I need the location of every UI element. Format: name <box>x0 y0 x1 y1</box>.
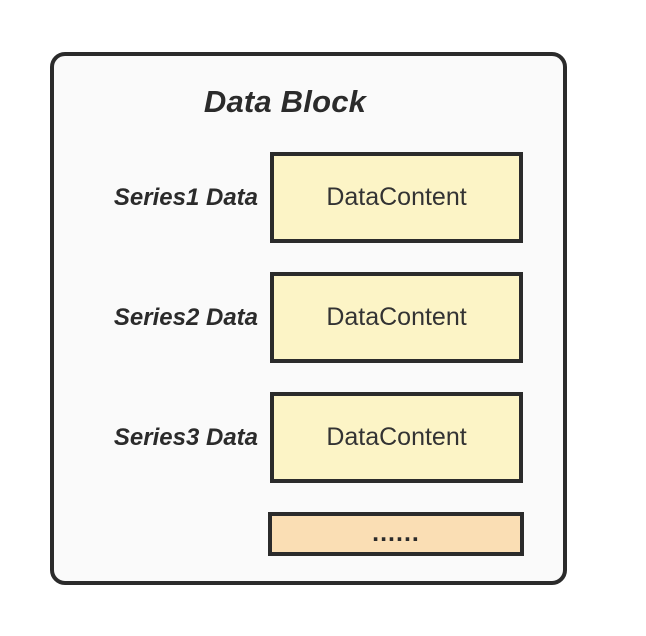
content-box-label-1: DataContent <box>326 183 467 211</box>
series-label-3: Series3 Data <box>113 424 258 451</box>
content-box-label-2: DataContent <box>326 303 467 331</box>
data-row: Series1 Data DataContent <box>54 152 563 243</box>
data-block-container: Data Block Series1 Data DataContent Seri… <box>50 52 567 585</box>
series-label-1: Series1 Data <box>113 184 258 211</box>
series-label-2: Series2 Data <box>113 304 258 331</box>
data-row: Series2 Data DataContent <box>54 272 563 363</box>
content-box-label-3: DataContent <box>326 423 467 451</box>
content-box-1[interactable]: DataContent <box>270 152 523 243</box>
continuation-box[interactable]: ...... <box>268 512 524 556</box>
data-row: Series3 Data DataContent <box>54 392 563 483</box>
page-title: Data Block <box>203 84 367 119</box>
ellipsis-label: ...... <box>372 519 420 548</box>
content-box-3[interactable]: DataContent <box>270 392 523 483</box>
content-box-2[interactable]: DataContent <box>270 272 523 363</box>
